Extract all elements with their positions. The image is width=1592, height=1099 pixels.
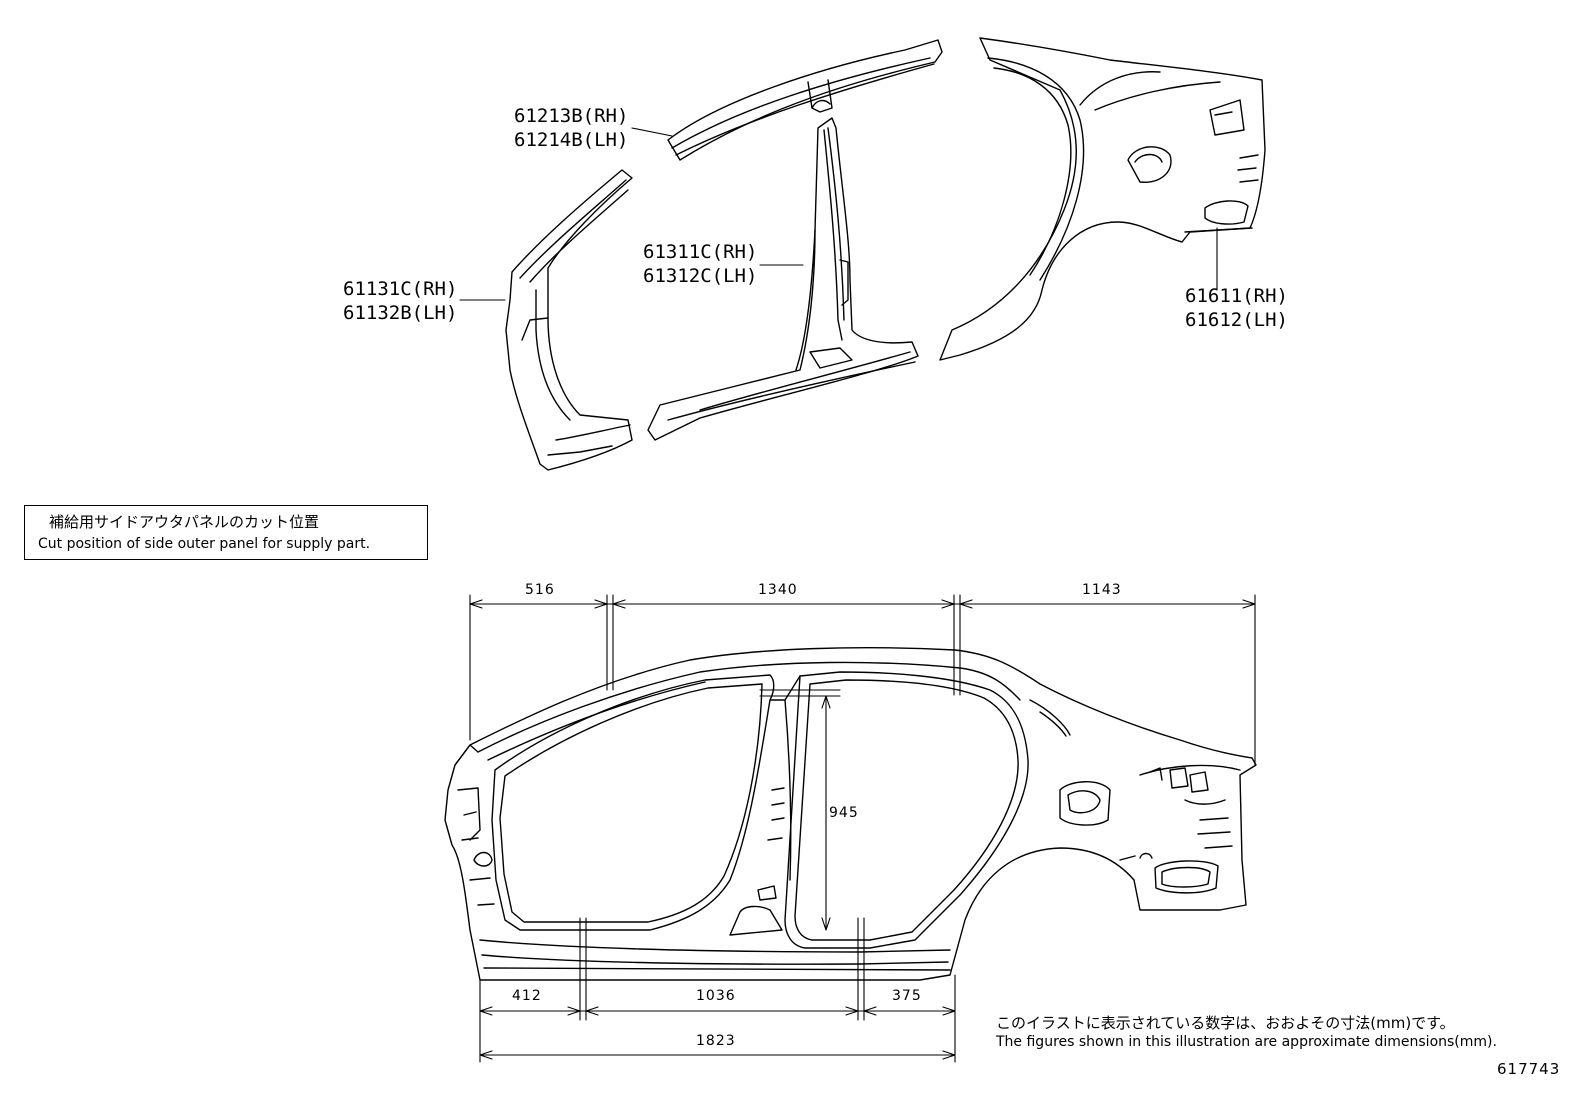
part-number-lh: 61612(LH) [1185, 309, 1288, 331]
dimension-pillar-height: 945 [827, 805, 861, 821]
dimension-lines [470, 595, 1255, 1062]
dimension-front-roof: 516 [523, 582, 557, 598]
part-number-rh: 61131C(RH) [343, 278, 458, 300]
part-number-rh: 61611(RH) [1185, 285, 1288, 307]
footnote-japanese: このイラストに表示されている数字は、おおよその寸法(mm)です。 [996, 1014, 1455, 1032]
dimension-rear-rocker: 375 [890, 988, 924, 1004]
side-outer-panel [445, 648, 1256, 980]
quarter-panel-part [940, 38, 1265, 360]
footnote-english: The figures shown in this illustration a… [996, 1034, 1497, 1050]
note-japanese: 補給用サイドアウタパネルのカット位置 [49, 513, 320, 531]
illustration-reference-number: 617743 [1497, 1060, 1561, 1078]
front-pillar-part [506, 170, 632, 470]
dimension-overall-rocker: 1823 [694, 1033, 738, 1049]
part-label-roof-rail: 61213B(RH) 61214B(LH) [514, 104, 628, 152]
roof-rail-part [668, 40, 942, 160]
part-number-lh: 61214B(LH) [514, 129, 629, 151]
center-pillar-part [648, 118, 918, 440]
part-label-quarter-panel: 61611(RH) 61612(LH) [1185, 284, 1288, 332]
note-english: Cut position of side outer panel for sup… [38, 536, 371, 552]
part-label-center-pillar: 61311C(RH) 61312C(LH) [643, 240, 757, 288]
dimension-roof-middle: 1340 [756, 582, 800, 598]
part-number-lh: 61132B(LH) [343, 302, 458, 324]
dimension-middle-rocker: 1036 [694, 988, 738, 1004]
part-label-front-pillar: 61131C(RH) 61132B(LH) [343, 277, 457, 325]
part-number-rh: 61311C(RH) [643, 241, 758, 263]
part-number-rh: 61213B(RH) [514, 105, 629, 127]
dimension-rear-quarter: 1143 [1080, 582, 1124, 598]
leader-lines [460, 128, 1217, 300]
cut-position-note: 補給用サイドアウタパネルのカット位置 Cut position of side … [24, 505, 428, 560]
part-number-lh: 61312C(LH) [643, 265, 758, 287]
dimension-front-rocker: 412 [510, 988, 544, 1004]
